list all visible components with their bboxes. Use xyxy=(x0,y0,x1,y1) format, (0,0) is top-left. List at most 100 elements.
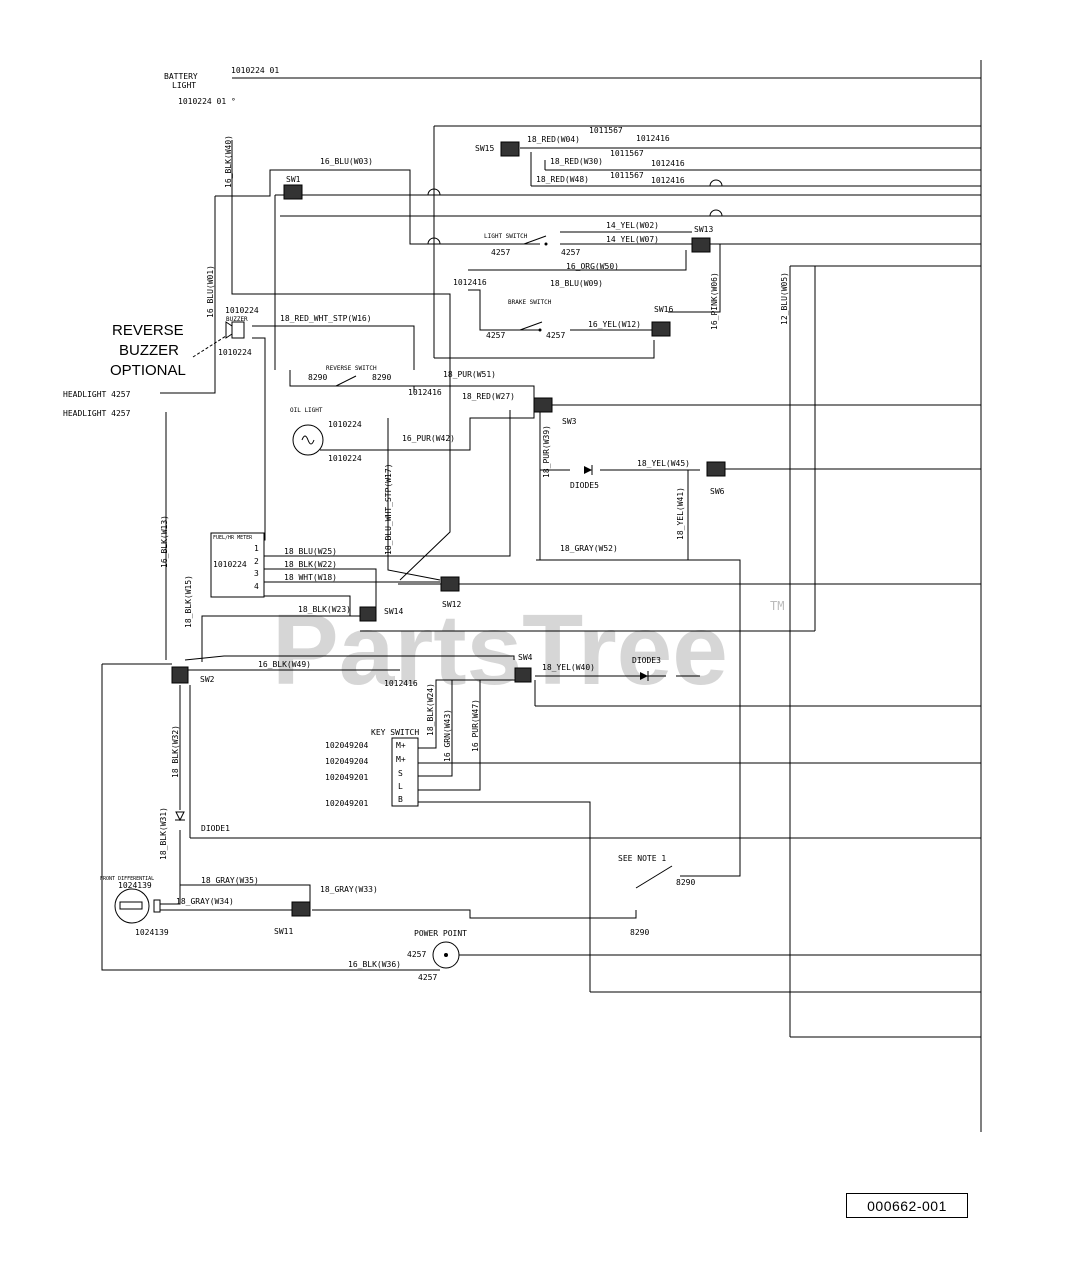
wire-w50: 16_ORG(W50) xyxy=(566,262,619,271)
wire-w12: 16_YEL(W12) xyxy=(588,320,641,329)
wire-w36: 16_BLK(W36) xyxy=(348,960,401,969)
term-1012416-b: 1012416 xyxy=(651,159,685,168)
wire-crossovers xyxy=(427,179,723,245)
label-headlight-1: HEADLIGHT 4257 xyxy=(63,390,131,399)
meter-pin-1: 1 xyxy=(254,544,259,553)
power-point-symbol xyxy=(432,941,460,969)
term-1012416-g: 1012416 xyxy=(384,679,418,688)
label-optional: OPTIONAL xyxy=(110,362,186,379)
term-4257-bs-b: 4257 xyxy=(546,331,565,340)
term-1012416-e: 1012416 xyxy=(453,278,487,287)
wire-w33: 18_GRAY(W33) xyxy=(320,885,378,894)
switch-sw12 xyxy=(440,576,460,592)
term-1024139-a: 1024139 xyxy=(118,881,152,890)
wire-w07: 14_YEL(W07) xyxy=(606,235,659,244)
label-reverse: REVERSE xyxy=(112,322,184,339)
label-oil-light: OIL LIGHT xyxy=(290,407,323,414)
watermark: PartsTree xyxy=(272,594,728,706)
wire-w52: 18_GRAY(W52) xyxy=(560,544,618,553)
wire-w22: 18_BLK(W22) xyxy=(284,560,337,569)
term-4257-pp-a: 4257 xyxy=(407,950,426,959)
label-sw11: SW11 xyxy=(274,927,293,936)
term-1010224-oil-a: 1010224 xyxy=(328,420,362,429)
wire-w47: 16_PUR(W47) xyxy=(471,699,480,752)
term-4257-pp-b: 4257 xyxy=(418,973,437,982)
switch-sw4 xyxy=(514,667,532,683)
wire-w16: 18_RED_WHT_STP(W16) xyxy=(280,314,372,323)
label-sw3: SW3 xyxy=(562,417,577,426)
wire-w39: 18_PUR(W39) xyxy=(542,425,551,478)
label-part-bottom: 1010224 01 ° xyxy=(178,97,236,106)
key-pin-b: B xyxy=(398,795,403,804)
label-battery-light-2: LIGHT xyxy=(172,81,196,90)
label-sw4: SW4 xyxy=(518,653,533,662)
wire-w27: 18_RED(W27) xyxy=(462,392,515,401)
label-sw14: SW14 xyxy=(384,607,403,616)
wire-w23: 18_BLK(W23) xyxy=(298,605,351,614)
fuel-hr-meter xyxy=(210,532,265,598)
term-4257-ls-b: 4257 xyxy=(561,248,580,257)
label-sw6: SW6 xyxy=(710,487,725,496)
wire-w48: 18_RED(W48) xyxy=(536,175,589,184)
diode-1 xyxy=(175,811,185,822)
wire-w17: 18_BLU_WHT_STP(W17) xyxy=(384,463,393,555)
wire-w24: 18_BLK(W24) xyxy=(426,683,435,736)
brake-switch-contact xyxy=(519,321,543,332)
label-sw1: SW1 xyxy=(286,175,301,184)
wire-w40-blk: 16_BLK(W40) xyxy=(224,135,233,188)
label-diode5: DIODE5 xyxy=(570,481,599,490)
wire-w32: 18_BLK(W32) xyxy=(171,725,180,778)
wire-w51: 18_PUR(W51) xyxy=(443,370,496,379)
buzzer-leader xyxy=(192,335,227,358)
wire-w01: 16_BLU(W01) xyxy=(206,265,215,318)
label-sw12: SW12 xyxy=(442,600,461,609)
label-front-differential: FRONT DIFFERENTIAL xyxy=(100,876,154,882)
wire-w18: 18_WHT(W18) xyxy=(284,573,337,582)
wire-w13: 16_BLK(W13) xyxy=(160,515,169,568)
oil-light-symbol xyxy=(292,424,324,456)
label-buzzer-part-2: 1010224 xyxy=(218,348,252,357)
meter-pin-3: 3 xyxy=(254,569,259,578)
label-buzzer: BUZZER xyxy=(226,316,248,323)
label-fuel-hr-meter: FUEL/HR METER xyxy=(213,535,253,541)
diode-5 xyxy=(584,465,593,475)
switch-sw16 xyxy=(651,321,671,337)
key-pin-m2: M+ xyxy=(396,755,406,764)
label-sw15: SW15 xyxy=(475,144,494,153)
wire-w04: 18_RED(W04) xyxy=(527,135,580,144)
switch-sw11 xyxy=(291,901,311,917)
label-battery-light-1: BATTERY xyxy=(164,72,198,81)
term-1012416-f: 1012416 xyxy=(408,388,442,397)
key-pin-l: L xyxy=(398,782,403,791)
switch-sw6 xyxy=(706,461,726,477)
wire-w42: 16_PUR(W42) xyxy=(402,434,455,443)
wire-w30: 18_RED(W30) xyxy=(550,157,603,166)
label-sw16: SW16 xyxy=(654,305,673,314)
term-8290-a: 8290 xyxy=(676,878,695,887)
label-sw13: SW13 xyxy=(694,225,713,234)
term-8290-b: 8290 xyxy=(630,928,649,937)
wire-w34: 18_GRAY(W34) xyxy=(176,897,234,906)
term-1010224-oil-b: 1010224 xyxy=(328,454,362,463)
label-headlight-2: HEADLIGHT 4257 xyxy=(63,409,131,418)
label-sw2: SW2 xyxy=(200,675,215,684)
wire-w02: 14_YEL(W02) xyxy=(606,221,659,230)
label-light-switch: LIGHT SWITCH xyxy=(484,233,528,240)
term-4257-bs-a: 4257 xyxy=(486,331,505,340)
label-diode1: DIODE1 xyxy=(201,824,230,833)
term-1010224-meter: 1010224 xyxy=(213,560,247,569)
wire-runs xyxy=(101,140,741,992)
term-8290-rs-a: 8290 xyxy=(308,373,327,382)
wire-w31: 18_BLK(W31) xyxy=(159,807,168,860)
term-102049201-a: 102049201 xyxy=(325,773,369,782)
term-102049204-b: 102049204 xyxy=(325,757,369,766)
label-part-top: 1010224 01 xyxy=(231,66,279,75)
term-8290-rs-b: 8290 xyxy=(372,373,391,382)
switch-sw2 xyxy=(171,666,189,684)
meter-pin-2: 2 xyxy=(254,557,259,566)
harness-trunk xyxy=(190,60,982,1132)
label-power-point: POWER POINT xyxy=(414,929,467,938)
label-reverse-switch: REVERSE SWITCH xyxy=(326,365,377,372)
wire-w45: 18_YEL(W45) xyxy=(637,459,690,468)
